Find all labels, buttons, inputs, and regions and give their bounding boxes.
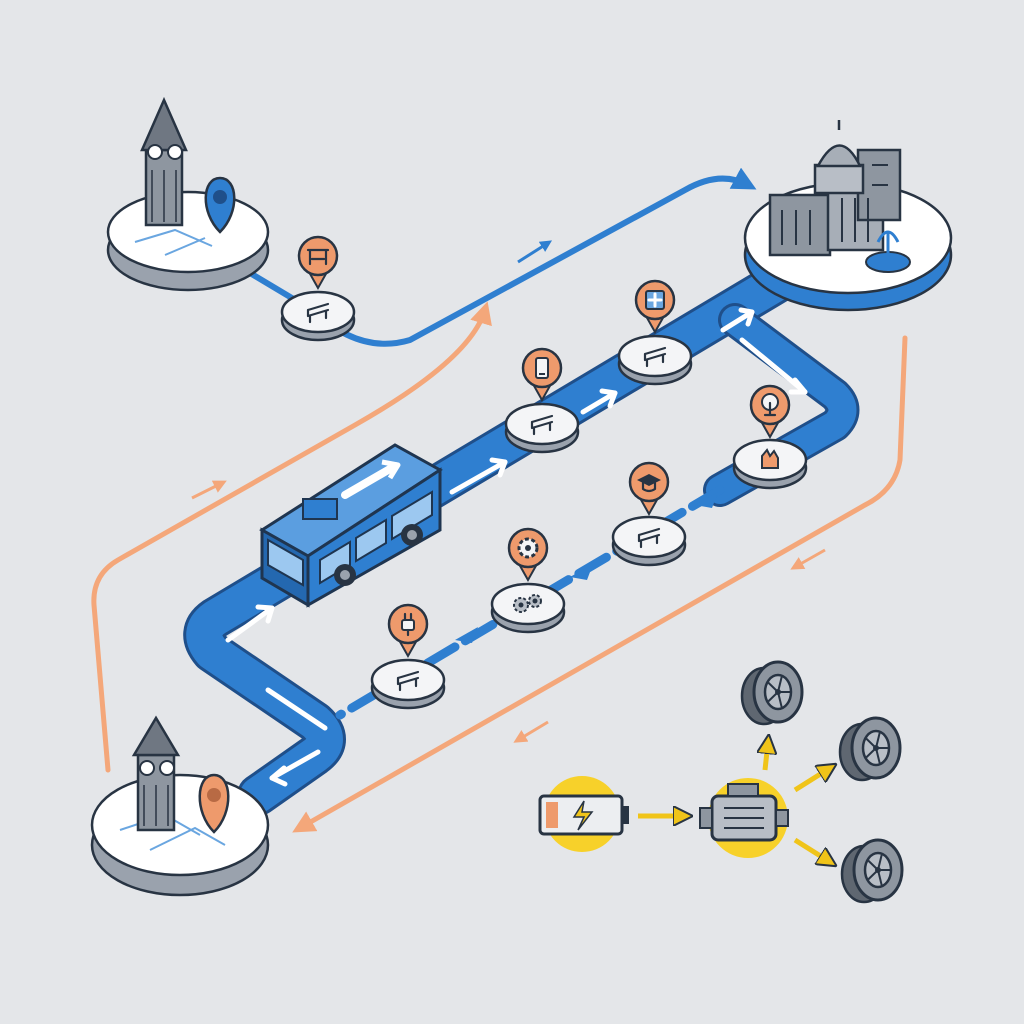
stops — [280, 235, 808, 710]
bus-stop[interactable] — [617, 279, 693, 386]
capitol-building-icon — [768, 120, 902, 257]
powertrain — [538, 660, 904, 904]
bench-icon — [396, 670, 420, 692]
bus-stop[interactable] — [490, 527, 566, 634]
battery-charging-icon — [538, 776, 629, 852]
bus-stop[interactable] — [504, 347, 580, 454]
bench-icon — [643, 346, 667, 368]
hospital-icon — [645, 290, 665, 310]
graduation-cap-icon — [637, 474, 661, 493]
bench-icon — [637, 527, 661, 549]
phone-icon — [535, 357, 549, 379]
bus-shelter-icon — [306, 248, 330, 266]
location-pin-icon — [634, 279, 676, 335]
electric-motor-icon — [699, 778, 789, 858]
tree-icon — [761, 393, 779, 417]
clock-tower-icon — [131, 715, 181, 832]
location-pin-icon — [521, 347, 563, 403]
clock-tower-icon — [140, 96, 188, 227]
plug-icon — [401, 612, 415, 637]
location-pin-icon — [749, 384, 791, 440]
wheel-icon — [740, 660, 804, 726]
location-pin-icon — [387, 603, 429, 659]
landmark-destination — [743, 120, 953, 312]
wheel-icon — [838, 716, 902, 782]
bus-stop[interactable] — [280, 235, 356, 342]
gear-icon — [517, 537, 539, 559]
electric-bus-icon[interactable] — [259, 443, 443, 608]
bench-icon — [530, 414, 554, 436]
bench-icon — [306, 302, 330, 324]
wheel-icon — [840, 838, 904, 904]
hand-icon — [761, 448, 779, 469]
bus-stop[interactable] — [611, 461, 687, 567]
fountain-icon — [865, 230, 911, 273]
location-pin-icon — [507, 527, 549, 583]
location-pin-orange-icon — [198, 773, 230, 834]
bus-stop[interactable] — [370, 603, 446, 710]
location-pin-icon — [628, 461, 670, 517]
return-loop — [91, 301, 908, 833]
gears-icon — [513, 594, 542, 613]
landmark-terminal — [90, 715, 270, 897]
bus-stop[interactable] — [732, 384, 808, 490]
landmark-origin — [106, 96, 270, 292]
location-pin-blue-icon — [204, 176, 236, 234]
main-route — [183, 251, 860, 816]
location-pin-icon — [297, 235, 339, 291]
